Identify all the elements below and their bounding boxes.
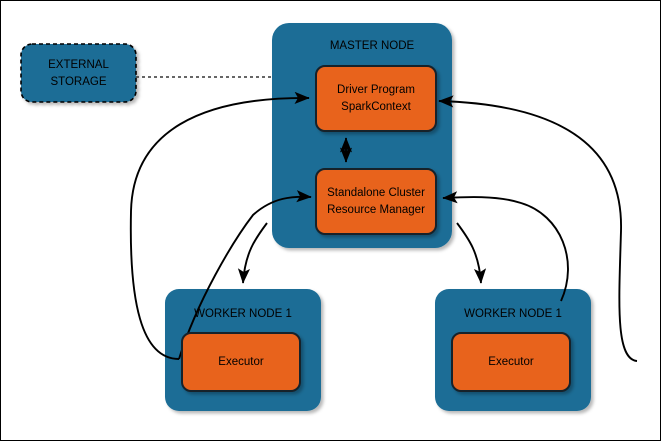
edge-worker1-executor-to-driver	[129, 91, 310, 360]
edge-resource-manager-to-worker1	[237, 222, 268, 284]
resource-manager-box	[315, 168, 437, 235]
executor-right-label: Executor	[488, 356, 534, 368]
worker-node-right-label: WORKER NODE 1	[464, 308, 562, 320]
external-storage-box	[20, 43, 137, 103]
driver-program-label-line2: SparkContext	[341, 101, 411, 113]
resource-manager-label-line2: Resource Manager	[327, 204, 425, 216]
resource-manager-label-line1: Standalone Cluster	[327, 187, 425, 199]
external-storage-label-line2: STORAGE	[50, 76, 106, 88]
external-storage-label-line1: EXTERNAL	[48, 59, 109, 71]
driver-program-component[interactable]: Driver Program SparkContext	[315, 65, 437, 132]
worker-node-left-label: WORKER NODE 1	[194, 308, 292, 320]
executor-left-component[interactable]: Executor	[181, 332, 301, 392]
driver-program-box	[315, 65, 437, 132]
master-node-label: MASTER NODE	[330, 40, 415, 52]
edge-resource-manager-to-worker2	[456, 222, 487, 284]
edge-worker1-to-resource-manager	[178, 190, 312, 360]
edge-driver-to-worker2-executor	[438, 95, 638, 362]
executor-left-box	[181, 332, 301, 392]
edge-worker2-to-resource-manager	[442, 191, 569, 302]
executor-right-box	[451, 332, 571, 392]
executor-left-label: Executor	[218, 356, 264, 368]
resource-manager-component[interactable]: Standalone Cluster Resource Manager	[315, 168, 437, 235]
executor-right-component[interactable]: Executor	[451, 332, 571, 392]
external-storage-node[interactable]: EXTERNAL STORAGE	[20, 43, 137, 103]
driver-program-label-line1: Driver Program	[337, 84, 415, 96]
